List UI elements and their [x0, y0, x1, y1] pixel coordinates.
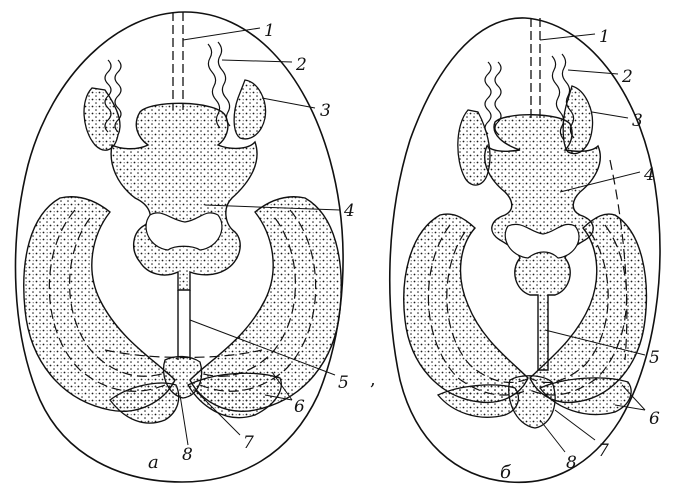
callout-5-a: 5	[338, 373, 349, 393]
panel-a: 1 2 3 4 5 6 7 8 а	[16, 12, 355, 482]
callout-8-b: 8	[566, 453, 577, 473]
leader-8-a	[180, 395, 188, 445]
panel-caption-a: а	[148, 452, 159, 473]
leader-1-a	[183, 28, 260, 40]
callout-6-a: 6	[294, 397, 305, 417]
upper-lobe-left-a	[84, 88, 120, 150]
callout-8-a: 8	[182, 445, 193, 465]
callout-3-b: 3	[632, 111, 643, 131]
callout-2-b: 2	[621, 67, 633, 87]
leader-8-b	[540, 420, 565, 452]
olfactory-left-b	[485, 62, 491, 134]
callout-2-a: 2	[295, 55, 307, 75]
separator-comma: ,	[370, 369, 376, 390]
panel-caption-b: б	[500, 462, 512, 483]
leader-3-b	[592, 112, 628, 118]
callout-5-b: 5	[649, 348, 660, 368]
leader-1-b	[540, 34, 595, 40]
panel-b: 1 2 3 4 5 6 7 8 б	[390, 18, 660, 483]
callout-1-a: 1	[264, 21, 275, 41]
callout-1-b: 1	[599, 27, 610, 47]
callout-4-a: 4	[343, 201, 355, 221]
callout-3-a: 3	[320, 101, 331, 121]
callout-7-a: 7	[243, 433, 254, 453]
pituitary-b	[509, 376, 555, 428]
callout-4-b: 4	[643, 165, 655, 185]
upper-lobe-left-b	[458, 110, 490, 185]
callout-6-b: 6	[649, 409, 660, 429]
upper-lobe-right-a	[234, 80, 265, 139]
callout-7-b: 7	[598, 441, 609, 461]
